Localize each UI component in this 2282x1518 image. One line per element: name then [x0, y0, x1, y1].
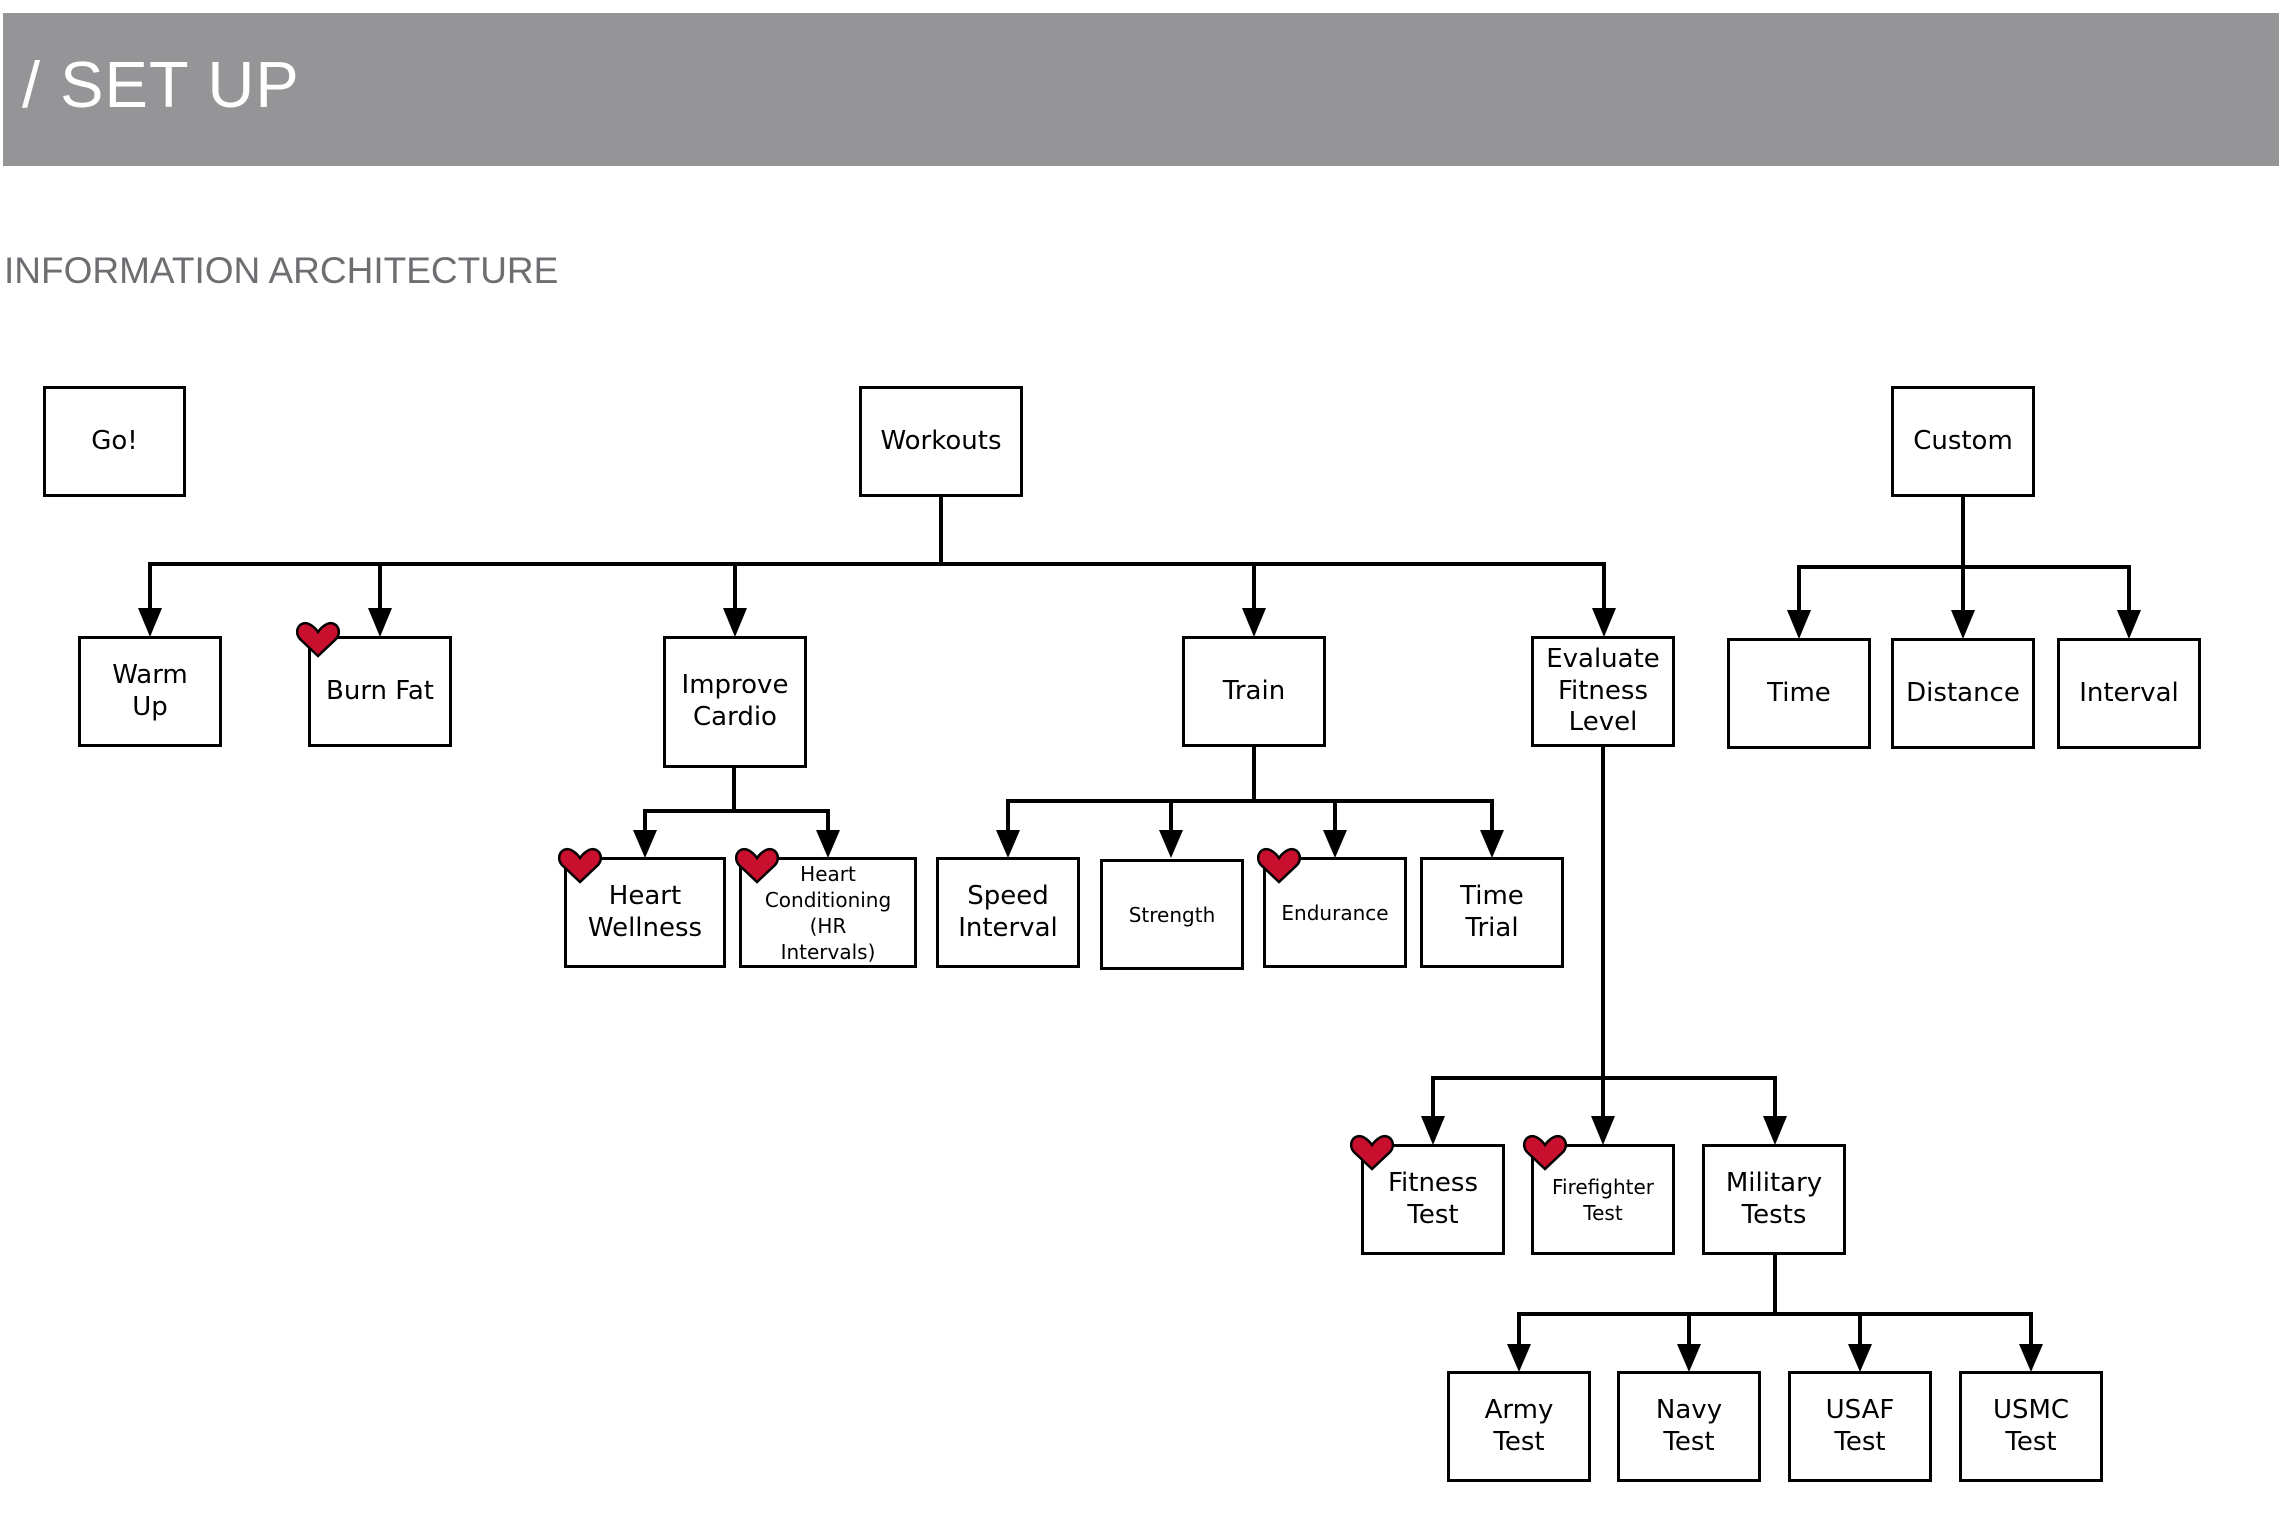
node-improve-cardio-label: Improve Cardio [681, 670, 789, 732]
node-distance: Distance [1891, 638, 2035, 749]
node-workouts: Workouts [859, 386, 1023, 497]
node-custom-label: Custom [1913, 425, 2013, 456]
node-military-tests-label: Military Tests [1725, 1167, 1823, 1230]
node-heart-conditioning: Heart Conditioning (HR Intervals) [739, 857, 917, 968]
node-speed-interval-label: Speed Interval [958, 880, 1058, 943]
node-army-test-label: Army Test [1484, 1394, 1554, 1457]
node-military-tests: Military Tests [1702, 1144, 1846, 1255]
node-go: Go! [43, 386, 186, 497]
node-workouts-label: Workouts [880, 425, 1002, 456]
node-usmc-test-label: USMC Test [1992, 1394, 2070, 1457]
node-burn-fat-label: Burn Fat [326, 675, 434, 706]
node-burn-fat: Burn Fat [308, 636, 452, 747]
node-navy-test: Navy Test [1617, 1371, 1761, 1482]
node-speed-interval: Speed Interval [936, 857, 1080, 968]
heart-icon [558, 847, 602, 884]
node-go-label: Go! [91, 425, 138, 456]
section-title: INFORMATION ARCHITECTURE [4, 250, 559, 291]
node-usmc-test: USMC Test [1959, 1371, 2103, 1482]
node-time-label: Time [1767, 677, 1831, 708]
node-heart-conditioning-label: Heart Conditioning (HR Intervals) [764, 861, 892, 964]
node-distance-label: Distance [1906, 677, 2020, 708]
node-heart-wellness: Heart Wellness [564, 857, 726, 968]
node-usaf-test-label: USAF Test [1825, 1394, 1895, 1457]
heart-icon [296, 621, 340, 658]
node-usaf-test: USAF Test [1788, 1371, 1932, 1482]
node-fitness-test: Fitness Test [1361, 1144, 1505, 1255]
node-evaluate-fitness-level: Evaluate Fitness Level [1531, 636, 1675, 747]
node-firefighter-test-label: Firefighter Test [1551, 1174, 1655, 1225]
node-time-trial-label: Time Trial [1460, 880, 1524, 943]
node-time: Time [1727, 638, 1871, 749]
heart-icon [1523, 1134, 1567, 1171]
heart-icon [1257, 847, 1301, 884]
node-heart-wellness-label: Heart Wellness [587, 880, 703, 943]
node-navy-test-label: Navy Test [1655, 1394, 1723, 1457]
node-custom: Custom [1891, 386, 2035, 497]
node-warm-up: Warm Up [78, 636, 222, 747]
page-title: / SET UP [22, 48, 300, 121]
header-bar [3, 13, 2279, 166]
node-train-label: Train [1222, 675, 1286, 706]
heart-icon [1350, 1134, 1394, 1171]
node-train: Train [1182, 636, 1326, 747]
node-warm-up-label: Warm Up [112, 659, 188, 722]
node-army-test: Army Test [1447, 1371, 1591, 1482]
heart-icon [735, 847, 779, 884]
node-firefighter-test: Firefighter Test [1531, 1144, 1675, 1255]
node-evaluate-fitness-level-label: Evaluate Fitness Level [1546, 643, 1660, 738]
node-improve-cardio: Improve Cardio [663, 636, 807, 768]
node-strength: Strength [1100, 859, 1244, 970]
node-strength-label: Strength [1128, 902, 1216, 927]
node-endurance-label: Endurance [1281, 900, 1389, 925]
node-fitness-test-label: Fitness Test [1387, 1167, 1479, 1230]
node-time-trial: Time Trial [1420, 857, 1564, 968]
node-interval: Interval [2057, 638, 2201, 749]
node-interval-label: Interval [2079, 677, 2179, 708]
